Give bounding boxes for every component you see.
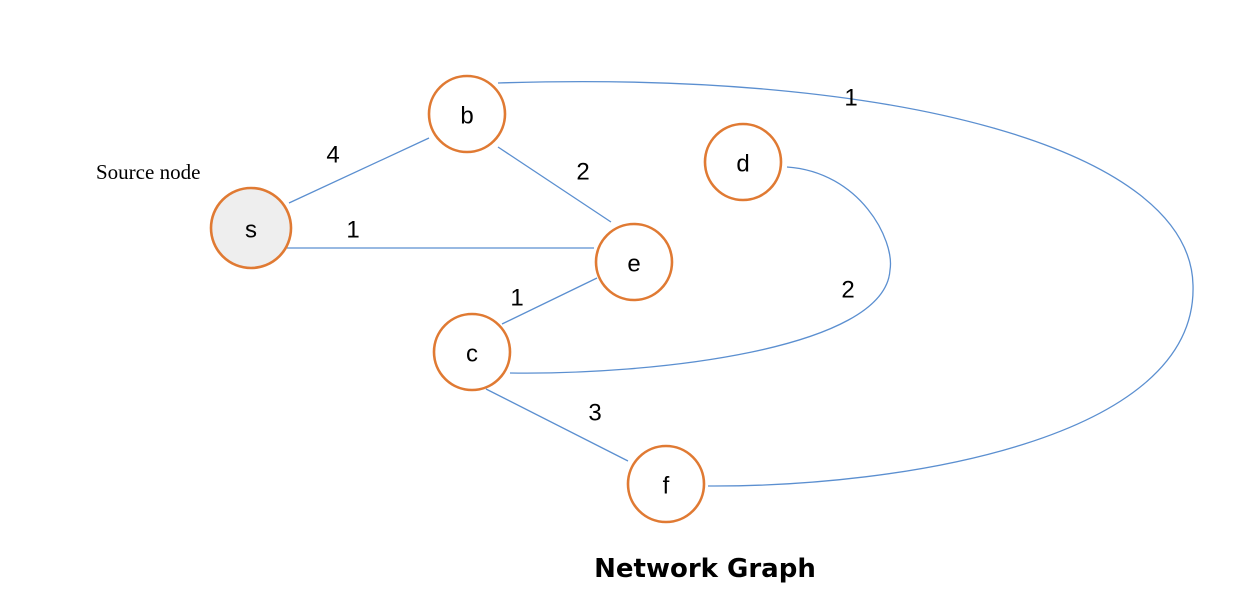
node-circle-f bbox=[626, 444, 706, 524]
edge-s-b bbox=[288, 137, 430, 204]
node-label-c: c bbox=[466, 341, 478, 368]
node-s: s bbox=[209, 186, 293, 270]
node-b: b bbox=[427, 74, 507, 154]
edge-b-e bbox=[497, 146, 612, 223]
node-circle-b bbox=[427, 74, 507, 154]
edge-weight-s-e: 1 bbox=[346, 217, 359, 244]
node-circle-s bbox=[209, 186, 293, 270]
edge-weight-b-f: 1 bbox=[844, 85, 857, 112]
node-label-b: b bbox=[460, 103, 473, 130]
node-circle-e bbox=[594, 222, 674, 302]
diagram-title: Network Graph bbox=[594, 554, 816, 584]
edge-e-c bbox=[501, 277, 598, 325]
node-f: f bbox=[626, 444, 706, 524]
edge-weight-e-c: 1 bbox=[510, 285, 523, 312]
node-e: e bbox=[594, 222, 674, 302]
node-label-e: e bbox=[627, 251, 640, 278]
edge-d-c bbox=[509, 166, 892, 374]
edge-b-f bbox=[497, 80, 1194, 487]
edges-layer: 4 1 2 1 3 2 1 bbox=[287, 80, 1194, 487]
source-node-annotation: Source node bbox=[96, 160, 200, 184]
node-c: c bbox=[432, 312, 512, 392]
edge-weight-d-c: 2 bbox=[841, 277, 854, 304]
edge-weight-s-b: 4 bbox=[326, 142, 339, 169]
node-d: d bbox=[703, 122, 783, 202]
node-label-f: f bbox=[663, 473, 670, 500]
node-label-s: s bbox=[245, 217, 257, 244]
edge-c-f bbox=[485, 388, 629, 462]
edge-weight-c-f: 3 bbox=[588, 400, 601, 427]
node-circle-d bbox=[703, 122, 783, 202]
nodes-layer: s b d e c f bbox=[209, 74, 783, 524]
node-label-d: d bbox=[736, 151, 749, 178]
node-circle-c bbox=[432, 312, 512, 392]
edge-weight-b-e: 2 bbox=[576, 159, 589, 186]
